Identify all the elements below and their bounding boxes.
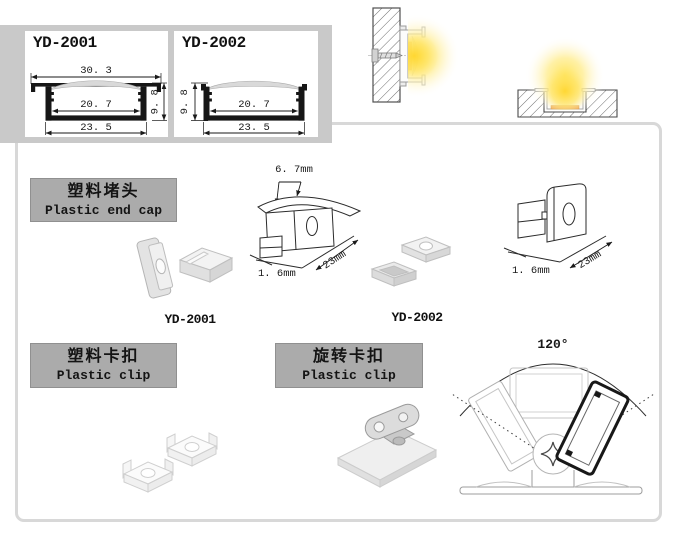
install-diagram-recessed xyxy=(517,36,618,118)
mount-base xyxy=(459,470,643,495)
dim-cap-depth: 23mm xyxy=(576,249,604,272)
dim-height-yd2002: 9. 8 xyxy=(179,89,191,114)
caption-yd2002: YD-2002 xyxy=(391,310,443,325)
dim-inner-width-yd2001: 20. 7 xyxy=(80,99,112,111)
profile-ghost-left xyxy=(468,380,542,472)
profile-cross-section-yd2002: 9. 8 20. 7 23. 5 xyxy=(179,80,307,136)
dim-height-yd2001: 9. 8 xyxy=(150,89,162,114)
dim-inner-width-yd2002: 20. 7 xyxy=(238,99,270,111)
profile-panel-yd2002: YD-2002 xyxy=(174,31,318,137)
profile-ghost-center xyxy=(509,367,589,419)
install-diagram-surface-mount xyxy=(368,7,460,103)
section-label-plastic-clip-en: Plastic clip xyxy=(56,368,151,383)
dim-cap-thickness: 1. 6mm xyxy=(258,268,296,280)
cap-outline xyxy=(503,183,607,263)
end-cap-drawing-yd2001: 6. 7mm 23mm 1. 6mm xyxy=(249,164,362,280)
profile-title-yd2001: YD-2001 xyxy=(33,34,97,52)
end-cap-render-yd2001 xyxy=(136,237,234,299)
range-line-left xyxy=(451,393,547,457)
dim-cap-thickness: 1. 6mm xyxy=(512,265,550,277)
section-label-rotating-clip-cn: 旋转卡扣 xyxy=(312,348,385,365)
profile-shape-yd2002 xyxy=(201,80,307,121)
clip-render-rotating xyxy=(336,403,438,488)
section-label-end-cap: 塑料堵头 Plastic end cap xyxy=(30,178,177,222)
dim-bottom-width-yd2001: 23. 5 xyxy=(80,122,112,134)
profile-shape-yd2001 xyxy=(31,80,161,121)
clip-render-plastic xyxy=(122,432,218,493)
profile-active-position xyxy=(555,380,630,476)
light-glow xyxy=(525,36,605,110)
dim-cap-width: 6. 7mm xyxy=(275,164,313,176)
rotation-range-diagram: 120° xyxy=(451,337,655,495)
dim-top-width-yd2001: 30. 3 xyxy=(80,65,112,77)
section-label-plastic-clip: 塑料卡扣 Plastic clip xyxy=(30,343,177,388)
dim-bottom-width-yd2002: 23. 5 xyxy=(238,122,270,134)
profile-cross-section-yd2001: 30. 3 20. 7 xyxy=(30,65,167,136)
section-label-end-cap-cn: 塑料堵头 xyxy=(67,182,140,200)
section-label-plastic-clip-cn: 塑料卡扣 xyxy=(67,348,140,365)
caption-yd2001: YD-2001 xyxy=(164,312,216,327)
dim-cap-depth: 23mm xyxy=(321,248,349,272)
end-cap-render-yd2002 xyxy=(370,236,452,287)
screw-icon xyxy=(368,48,406,63)
end-cap-drawing-yd2002: 23mm 1. 6mm xyxy=(503,183,613,277)
section-label-rotating-clip: 旋转卡扣 Plastic clip xyxy=(275,343,423,388)
angle-label: 120° xyxy=(537,337,568,352)
light-glow xyxy=(408,14,460,98)
profile-spec-panel: YD-2001 30. 3 xyxy=(0,25,332,143)
section-label-end-cap-en: Plastic end cap xyxy=(44,202,163,218)
profile-title-yd2002: YD-2002 xyxy=(182,34,246,52)
profile-panel-yd2001: YD-2001 30. 3 xyxy=(25,31,168,137)
section-label-rotating-clip-en: Plastic clip xyxy=(302,368,396,383)
